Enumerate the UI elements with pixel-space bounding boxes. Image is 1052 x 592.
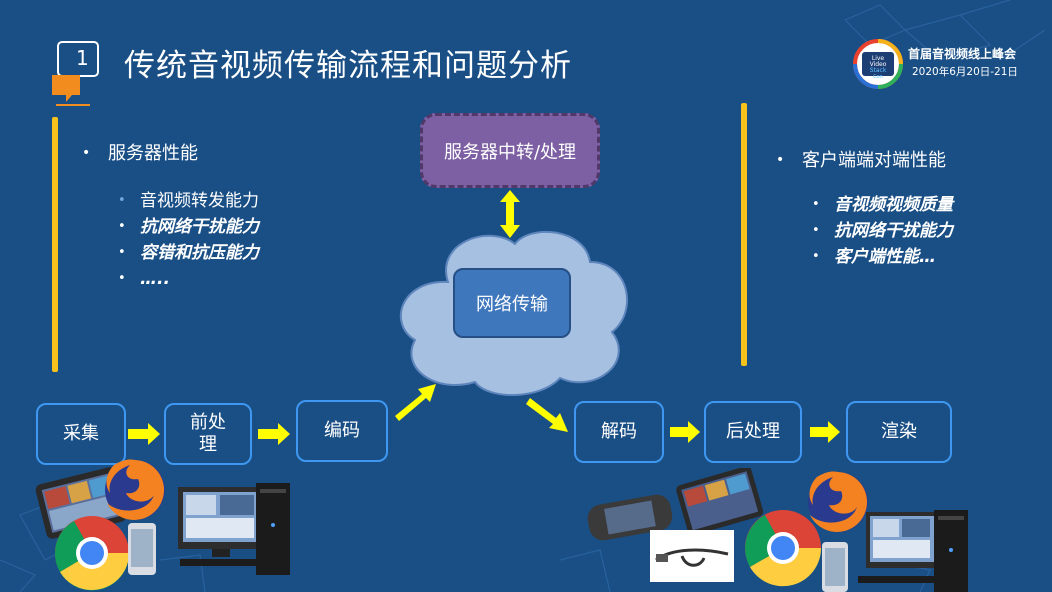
arrow-postprocess-render [810,421,840,443]
encode-box: 编码 [296,400,388,462]
render-box: 渲染 [846,401,952,463]
page-title: 传统音视频传输流程和问题分析 [124,48,572,84]
arrow-capture-preprocess [128,423,160,445]
network-transmission-label: 网络传输 [476,294,548,315]
right-items-list: •音视频视频质量 •抗网络干扰能力 •客户端性能… [812,192,953,270]
decode-box: 解码 [574,401,664,463]
logo-badge-line1: Live [872,55,885,62]
list-item: •抗网络干扰能力 [812,221,953,241]
decode-label: 解码 [601,421,637,442]
left-heading-text: 服务器性能 [108,143,198,164]
arrow-network-decode [526,398,568,432]
phone-icon [822,542,848,592]
encode-label: 编码 [324,420,360,441]
phone-icon [128,523,156,575]
preprocess-label: 前处 理 [190,412,226,455]
logo-badge-line3: Stack [870,67,887,74]
chrome-icon [745,510,822,587]
preprocess-box: 前处 理 [164,403,252,465]
list-item-text: 抗网络干扰能力 [834,221,953,241]
logo-badge-line2: Video [870,61,887,68]
right-divider [741,103,747,366]
postprocess-box: 后处理 [704,401,802,463]
capture-box: 采集 [36,403,126,465]
conference-logo-icon: Live Video Stack Con [853,39,903,89]
slide-number-badge [52,41,99,106]
arrow-decode-postprocess [670,421,700,443]
desktop-monitor-icon [858,512,938,583]
list-item: •容错和抗压能力 [118,243,259,263]
network-transmission-box: 网络传输 [453,268,571,338]
slide-number: 1 [76,46,89,70]
list-item-text: ….. [140,269,170,289]
list-item-text: 音视频转发能力 [140,191,259,211]
list-item: •抗网络干扰能力 [118,217,259,237]
right-devices-illustration [587,468,968,592]
server-relay-box: 服务器中转/处理 [420,113,600,188]
list-item-text: 音视频视频质量 [834,195,953,215]
firefox-icon [105,459,165,520]
conference-date: 2020年6月20日-21日 [912,66,1018,78]
chrome-icon [54,516,130,591]
postprocess-label: 后处理 [726,421,780,442]
conference-title: 首届音视频线上峰会 [908,47,1017,61]
handheld-device-icon [587,494,673,541]
desktop-tower-icon [934,510,968,592]
list-item-text: 抗网络干扰能力 [140,217,259,237]
render-label: 渲染 [881,421,917,442]
list-item-text: 容错和抗压能力 [140,243,259,263]
desktop-monitor-icon [178,487,263,566]
desktop-tower-icon [256,483,290,575]
list-item: •客户端性能… [812,247,936,267]
right-heading-text: 客户端端对端性能 [802,150,946,171]
right-heading: 客户端端对端性能 [776,146,946,172]
server-network-double-arrow [500,190,520,238]
arrow-preprocess-encode [258,423,290,445]
left-items-list: •音视频转发能力 •抗网络干扰能力 •容错和抗压能力 •….. [118,188,259,292]
server-relay-label: 服务器中转/处理 [443,141,577,163]
smart-glasses-icon [650,530,734,582]
left-divider [52,117,58,372]
arrow-encode-network [395,384,436,421]
list-item: •….. [118,269,170,289]
firefox-icon [808,471,868,532]
logo-badge-line4: Con [873,74,883,80]
tablet-icon [676,468,764,536]
list-item: •音视频视频质量 [812,195,953,215]
capture-label: 采集 [63,423,99,444]
list-item-text: 客户端性能… [834,247,936,267]
left-heading: 服务器性能 [82,139,198,165]
list-item: •音视频转发能力 [118,191,259,211]
left-devices-illustration [35,459,290,591]
